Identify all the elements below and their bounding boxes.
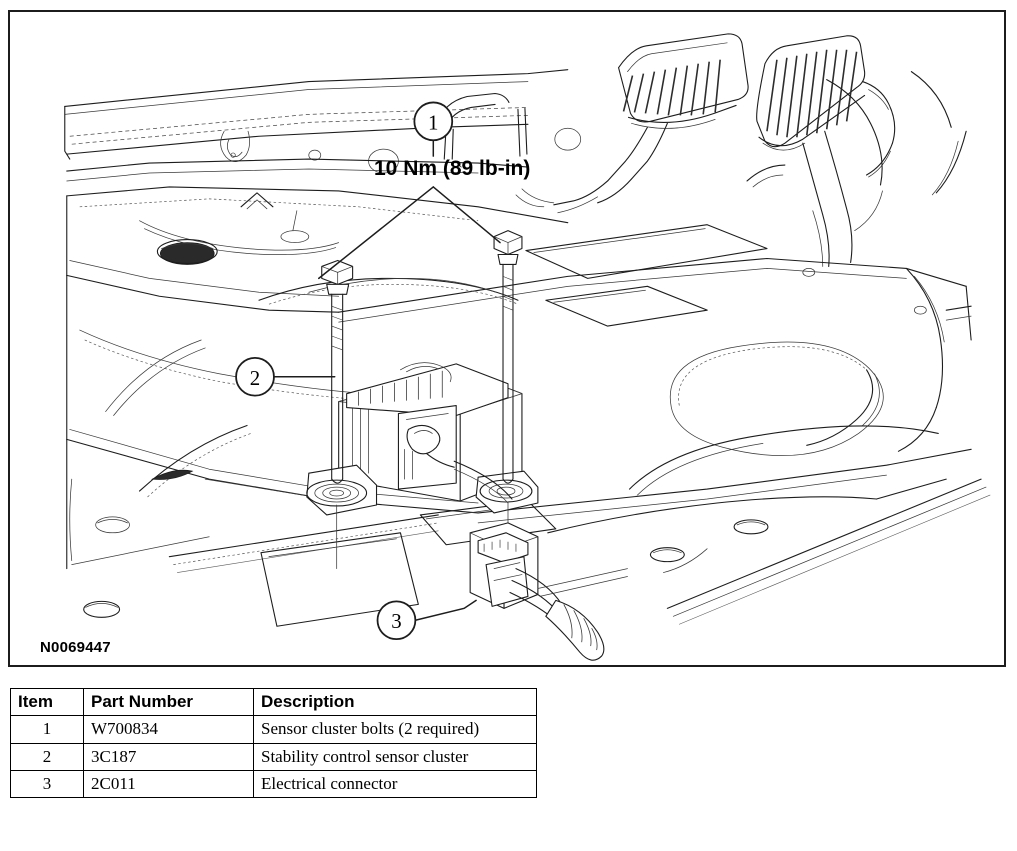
torque-specification-label: 10 Nm (89 lb-in) [374,157,531,180]
illustration-frame: 1 2 3 10 Nm (89 lb-in) N0069447 [8,10,1006,667]
parts-list-table: Item Part Number Description 1 W700834 S… [10,687,537,799]
parts-table-body: 1 W700834 Sensor cluster bolts (2 requir… [10,715,537,799]
pedal-assembly [515,33,896,267]
floor-pan [66,71,991,625]
technical-illustration: 1 2 3 [64,33,991,661]
cell-item-number: 1 [10,715,84,744]
parts-table-header: Item Part Number Description [10,687,537,717]
cell-item-number: 3 [10,770,84,799]
cell-part-number: 3C187 [83,742,254,772]
cell-description: Stability control sensor cluster [253,742,537,772]
stability-control-sensor-cluster [306,362,539,516]
cell-part-number: W700834 [83,715,254,744]
callout-3-label: 3 [391,609,401,633]
brake-pedal-ribs [622,59,721,116]
toe-board-panel [66,186,569,313]
column-header-item: Item [10,687,84,717]
callout-2-label: 2 [250,366,260,390]
cell-description: Sensor cluster bolts (2 required) [253,715,537,744]
callout-3: 3 [376,600,417,641]
accelerator-pedal-ribs [766,49,858,138]
table-row: 1 W700834 Sensor cluster bolts (2 requir… [10,715,537,744]
cell-description: Electrical connector [253,770,537,799]
leader-lines [273,139,501,622]
column-header-part-number: Part Number [83,687,254,717]
table-row: 2 3C187 Stability control sensor cluster [10,742,537,772]
callout-1-label: 1 [428,110,438,134]
callout-1: 1 [413,101,454,142]
sensor-cluster-bolt-right [493,230,523,524]
table-header-row: Item Part Number Description [10,687,537,717]
sensor-cluster-bolt-left [321,259,354,569]
figure-id-label: N0069447 [40,639,111,656]
column-header-description: Description [253,687,537,717]
electrical-connector [469,522,628,661]
callout-2: 2 [235,356,275,397]
table-row: 3 2C011 Electrical connector [10,770,537,799]
cell-item-number: 2 [10,742,84,772]
cell-part-number: 2C011 [83,770,254,799]
